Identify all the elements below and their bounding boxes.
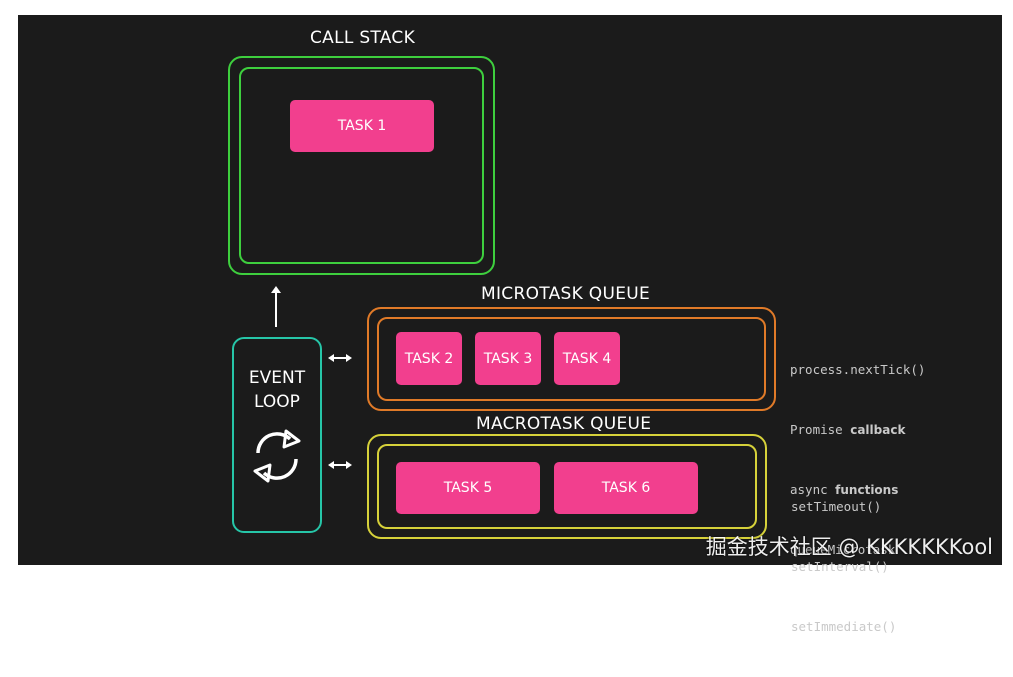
macrotask-task-6: TASK 6 (554, 462, 698, 514)
microtask-api-item: async functions (790, 482, 899, 497)
microtask-api-list: process.nextTick() Promise callback asyn… (790, 320, 925, 600)
watermark: 掘金技术社区 @ KKKKKKKool (705, 535, 993, 559)
macrotask-api-item: setTimeout() (791, 499, 882, 514)
macrotask-task-5: TASK 5 (396, 462, 540, 514)
microtask-api-item: Promise callback (790, 422, 906, 437)
microtask-task-2: TASK 2 (396, 332, 462, 385)
macrotask-api-item: setInterval() (791, 559, 889, 574)
microtask-api-item: queueMicrotask (790, 542, 896, 557)
diagram-canvas: CALL STACK TASK 1 MICROTASK QUEUE TASK 2… (18, 15, 1002, 634)
macrotask-queue-outer-frame (367, 434, 767, 539)
microtask-api-item: process.nextTick() (790, 362, 926, 377)
microtask-queue-inner-frame (377, 317, 766, 401)
call-stack-title: CALL STACK (310, 28, 416, 48)
macrotask-api-list: setTimeout() setInterval() setImmediate(… (791, 457, 896, 677)
event-loop-label-line: EVENT (248, 368, 306, 388)
double-arrow-macro-icon (328, 461, 352, 469)
call-stack-outer-frame (228, 56, 495, 275)
arrow-up-icon (271, 286, 281, 327)
call-stack-inner-frame (239, 67, 484, 264)
refresh-cycle-icon (253, 429, 301, 483)
macrotask-queue-title: MACROTASK QUEUE (476, 414, 652, 434)
event-loop-label: EVENT LOOP (234, 366, 320, 414)
macrotask-queue-inner-frame (377, 444, 757, 529)
microtask-task-3: TASK 3 (475, 332, 541, 385)
microtask-queue-title: MICROTASK QUEUE (481, 284, 651, 304)
microtask-task-4: TASK 4 (554, 332, 620, 385)
double-arrow-micro-icon (328, 354, 352, 362)
call-stack-task-1: TASK 1 (290, 100, 434, 152)
event-loop-label-line: LOOP (254, 392, 300, 412)
event-loop-frame: EVENT LOOP (232, 337, 322, 533)
macrotask-api-item: setImmediate() (791, 619, 897, 634)
microtask-queue-outer-frame (367, 307, 776, 411)
